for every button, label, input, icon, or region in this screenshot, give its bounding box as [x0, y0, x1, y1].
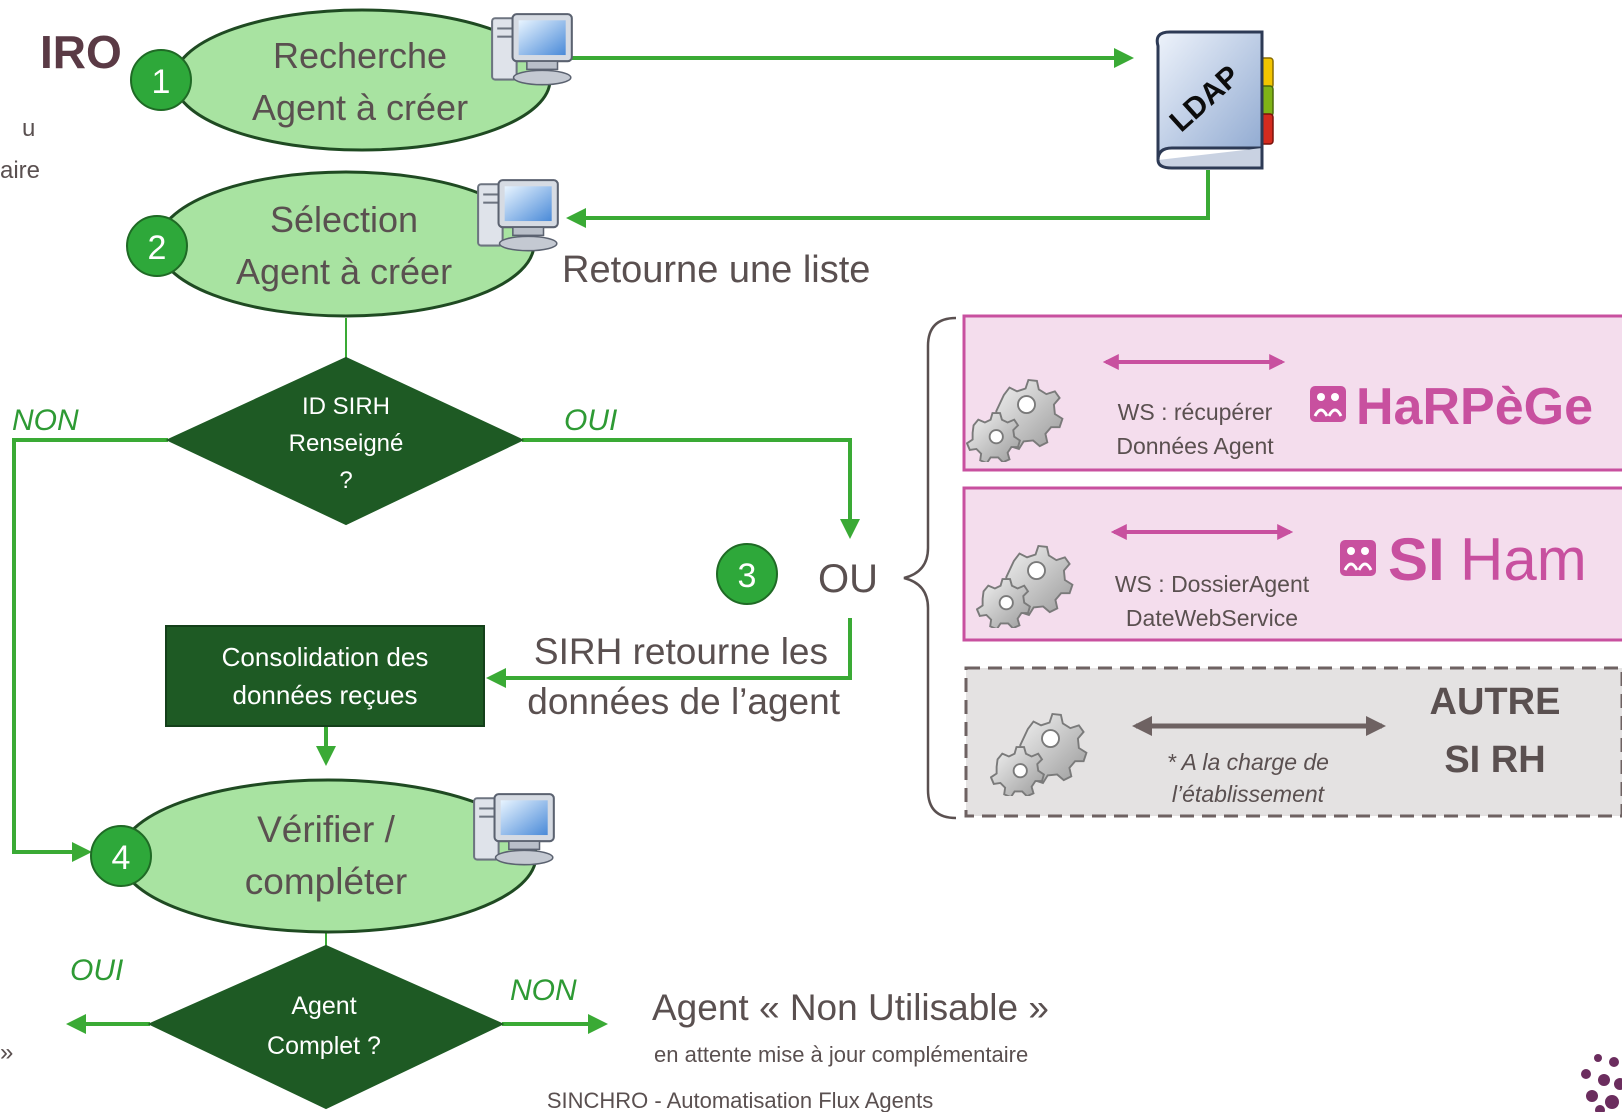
harpege-ws-line1: WS : récupérer	[1118, 399, 1273, 425]
autre-title-line2: SI RH	[1444, 739, 1545, 781]
decision-2-line1: Agent	[291, 992, 356, 1020]
option-group-brace	[903, 316, 957, 820]
decision-1-line3: ?	[339, 467, 352, 494]
step-2-select-agent: Sélection Agent à créer 2	[126, 170, 559, 318]
non-utilisable-subtitle: en attente mise à jour complémentaire	[654, 1042, 1028, 1067]
decision-1-line2: Renseigné	[289, 430, 404, 457]
sirh-return-line2: données de l’agent	[527, 681, 840, 722]
step-number-badge	[130, 49, 192, 111]
siham-logo-text-a: SI	[1388, 526, 1445, 593]
ldap-icon: LDAP	[1155, 30, 1274, 170]
decision-2-no-label: NON	[510, 974, 577, 1007]
step-1-number: 1	[152, 63, 171, 101]
step-1-search-agent: Recherche Agent à créer 1	[130, 8, 573, 152]
arrow-ldap-return	[566, 170, 1210, 228]
step-4-line2: compléter	[245, 861, 407, 902]
decision-agent-complete: Agent Complet ?	[147, 944, 505, 1110]
ldap-return-label: Retourne une liste	[562, 249, 870, 291]
arrow-sirh-return	[486, 618, 852, 688]
decision-1-line1: ID SIRH	[302, 393, 390, 420]
decision-2-line2: Complet ?	[267, 1032, 381, 1060]
arrow-yes-to-ou	[522, 438, 860, 539]
step-3-ou: 3 OU	[716, 543, 878, 605]
autre-title-line1: AUTRE	[1430, 681, 1561, 723]
non-utilisable-title: Agent « Non Utilisable »	[652, 987, 1049, 1028]
step-4-verify: Vérifier / compléter 4	[90, 778, 555, 934]
decision-id-sirh: ID SIRH Renseigné ?	[165, 356, 525, 526]
step-3-number: 3	[738, 557, 757, 595]
sirh-return-line1: SIRH retourne les	[534, 631, 828, 672]
decision-1-no-label: NON	[12, 404, 79, 437]
siham-ws-line1: WS : DossierAgent	[1115, 571, 1310, 597]
decision-2-yes-label: OUI	[70, 954, 123, 987]
step-number-badge	[716, 543, 778, 605]
consolidation-line2: données reçues	[232, 680, 417, 710]
option-autre-sirh: * A la charge de l’établissement AUTRE S…	[964, 666, 1622, 818]
step-1-line2: Agent à créer	[252, 87, 468, 128]
computer-icon	[473, 793, 555, 866]
option-harpege: WS : récupérer Données Agent HaRPèGe	[962, 314, 1622, 472]
footer-text: SINCHRO - Automatisation Flux Agents	[547, 1088, 933, 1112]
step-number-badge	[90, 825, 152, 887]
ou-label: OU	[818, 557, 878, 601]
decision-1-yes-label: OUI	[564, 404, 617, 437]
autre-note-line1: * A la charge de	[1167, 749, 1329, 775]
step-number-badge	[126, 215, 188, 277]
siham-logo-text-b: Ham	[1460, 526, 1587, 593]
autre-note-line2: l’établissement	[1172, 781, 1326, 807]
left-quote-fragment: »	[0, 1039, 13, 1066]
harpege-logo-icon	[1310, 386, 1346, 422]
harpege-logo-text: HaRPèGe	[1356, 378, 1593, 436]
step-4-number: 4	[112, 839, 131, 877]
consolidation-box: Consolidation des données reçues	[165, 625, 485, 727]
siham-ws-line2: DateWebService	[1126, 605, 1298, 631]
step-2-line2: Agent à créer	[236, 251, 452, 292]
left-text-fragment-1: u	[22, 115, 35, 142]
arrow-no-to-step4	[12, 438, 168, 862]
left-title-fragment: IRO	[40, 26, 122, 78]
decorative-dots	[1581, 1054, 1622, 1112]
option-siham: WS : DossierAgent DateWebService SI Ham	[962, 486, 1622, 642]
left-text-fragment-2: aire	[0, 157, 40, 184]
consolidation-line1: Consolidation des	[222, 642, 429, 672]
step-4-line1: Vérifier /	[257, 809, 395, 850]
step-2-line1: Sélection	[270, 199, 418, 240]
harpege-ws-line2: Données Agent	[1116, 433, 1274, 459]
step-2-number: 2	[148, 229, 167, 267]
siham-logo-icon	[1340, 540, 1376, 576]
step-1-line1: Recherche	[273, 35, 447, 76]
computer-icon	[477, 179, 559, 252]
computer-icon	[491, 13, 573, 86]
